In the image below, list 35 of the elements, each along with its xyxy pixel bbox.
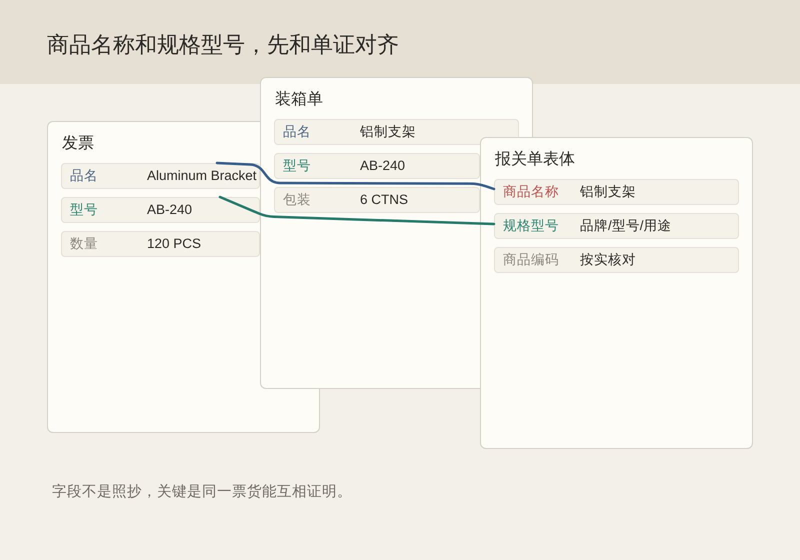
document-card [480,137,753,449]
field-value: 6 CTNS [360,191,408,209]
field-row [61,197,260,223]
field-row [494,213,739,239]
card-title: 发票 [61,134,94,154]
field-name: 型号 [283,157,312,175]
field-name: 型号 [70,201,99,219]
field-row [494,247,739,273]
field-row [274,119,519,145]
page-title: 商品名称和规格型号，先和单证对齐 [47,31,399,59]
connector-line [218,196,496,226]
field-value: Aluminum Bracket [147,167,257,185]
field-name: 规格型号 [503,217,560,235]
field-row [274,187,480,213]
field-name: 包装 [283,191,312,209]
field-value: 铝制支架 [580,183,636,201]
field-value: AB-240 [360,157,406,175]
field-value: 品牌/型号/用途 [580,217,672,235]
field-name: 数量 [70,235,99,253]
connector-line [216,162,496,190]
field-name: 商品编码 [503,251,560,269]
field-value: 按实核对 [580,251,636,269]
field-value: 120 PCS [147,235,202,253]
field-row [274,153,480,179]
field-row [494,179,739,205]
field-value: 铝制支架 [360,123,416,141]
field-name: 品名 [70,167,99,185]
field-row [61,231,260,257]
field-value: AB-240 [147,201,192,219]
field-name: 商品名称 [503,183,560,201]
card-title: 报关单表体 [494,150,575,170]
caption-note: 字段不是照抄，关键是同一票货能互相证明。 [52,482,352,502]
card-title: 装箱单 [274,90,323,110]
field-row [61,163,260,189]
field-name: 品名 [283,123,312,141]
